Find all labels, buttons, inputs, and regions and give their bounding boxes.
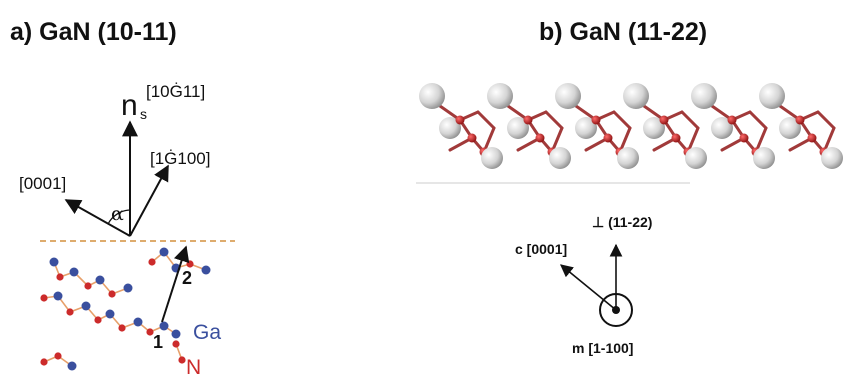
- n-atom: [54, 352, 62, 360]
- c-direction-label: [0001]: [19, 174, 66, 193]
- slab-ga-atom: [549, 147, 571, 169]
- ga-atom: [159, 247, 169, 257]
- atom-chain: [40, 247, 211, 371]
- normal-subscript: s: [140, 106, 147, 122]
- m-axis-out-of-plane-symbol: [599, 293, 633, 327]
- n-atom: [186, 260, 194, 268]
- ga-atom: [95, 275, 105, 285]
- panel-b-title: b) GaN (11-22): [539, 18, 707, 46]
- ga-atom: [201, 265, 211, 275]
- slab-ga-atom: [487, 83, 513, 109]
- slab-ga-atom: [753, 147, 775, 169]
- ga-atom: [69, 267, 79, 277]
- slab-n-atom: [671, 133, 681, 143]
- slab-ga-atom: [691, 83, 717, 109]
- m-axis-dot: [612, 306, 620, 314]
- normal-direction-label: [10Ġ11]: [146, 81, 205, 101]
- in-plane-direction-arrow: [129, 164, 169, 237]
- ga-atom: [133, 317, 143, 327]
- step-label-2: 2: [182, 268, 192, 288]
- slab-n-atom: [727, 115, 737, 125]
- step-label-1: 1: [153, 332, 163, 352]
- slab-n-atom: [467, 133, 477, 143]
- m-label: m [1-100]: [572, 340, 633, 356]
- n-atom: [56, 273, 64, 281]
- perp-label: ⊥ (11-22): [592, 214, 652, 230]
- ga-atom: [159, 321, 169, 331]
- ga-atom: [49, 257, 59, 267]
- slab-n-atom: [535, 133, 545, 143]
- slab-bond: [476, 110, 496, 130]
- n-atom: [178, 356, 186, 364]
- slab-bond: [680, 110, 700, 130]
- n-atom: [84, 282, 92, 290]
- slab-ga-atom: [711, 117, 733, 139]
- slab-ga-atom: [617, 147, 639, 169]
- c-axis-arrow-b: [560, 264, 617, 311]
- slab-n-atom: [591, 115, 601, 125]
- crystal-slab: [416, 83, 845, 184]
- ga-atom: [53, 291, 63, 301]
- slab-n-atom: [659, 115, 669, 125]
- ga-atom: [123, 283, 133, 293]
- slab-ga-atom: [439, 117, 461, 139]
- angle-symbol: α: [111, 203, 124, 225]
- slab-n-atom: [523, 115, 533, 125]
- panel-b: b) GaN (11-22) ⊥ (11-22) c [0001] m [1-1…: [416, 18, 845, 356]
- n-atom: [66, 308, 74, 316]
- slab-ga-atom: [481, 147, 503, 169]
- ga-atom: [67, 361, 77, 371]
- n-atom: [118, 324, 126, 332]
- slab-n-atom: [455, 115, 465, 125]
- slab-n-atom: [795, 115, 805, 125]
- angle-arc: [107, 209, 131, 225]
- slab-ga-atom: [759, 83, 785, 109]
- slab-n-atom: [603, 133, 613, 143]
- slab-bond: [544, 110, 564, 130]
- c-axis-arrow: [64, 199, 131, 237]
- slab-ga-atom: [507, 117, 529, 139]
- step-arrow: [161, 245, 190, 323]
- slab-bond: [612, 110, 632, 130]
- slab-ga-atom: [779, 117, 801, 139]
- slab-ga-atom: [555, 83, 581, 109]
- panel-a: a) GaN (10-11) n s [10Ġ11] [1Ġ100] [0001…: [10, 18, 235, 378]
- ga-atom: [105, 309, 115, 319]
- panel-a-title: a) GaN (10-11): [10, 18, 177, 46]
- slab-ga-atom: [643, 117, 665, 139]
- ga-label: Ga: [193, 321, 221, 344]
- n-atom: [108, 290, 116, 298]
- slab-ga-atom: [623, 83, 649, 109]
- slab-bond: [816, 110, 836, 130]
- slab-ga-atom: [575, 117, 597, 139]
- slab-n-atom: [739, 133, 749, 143]
- slab-ga-atom: [685, 147, 707, 169]
- ga-atom: [81, 301, 91, 311]
- slab-ga-atom: [821, 147, 843, 169]
- slab-n-atom: [807, 133, 817, 143]
- n-atom: [172, 340, 180, 348]
- slab-bond: [748, 110, 768, 130]
- n-atom: [148, 258, 156, 266]
- c-label: c [0001]: [515, 241, 567, 257]
- n-atom: [146, 328, 154, 336]
- n-label: N: [186, 356, 201, 378]
- in-plane-direction-label: [1Ġ100]: [150, 148, 211, 168]
- n-atom: [94, 316, 102, 324]
- slab-atoms: [419, 83, 843, 169]
- n-atom: [40, 294, 48, 302]
- slab-ga-atom: [419, 83, 445, 109]
- normal-symbol: n: [121, 89, 138, 122]
- ga-atom: [171, 329, 181, 339]
- n-atom: [40, 358, 48, 366]
